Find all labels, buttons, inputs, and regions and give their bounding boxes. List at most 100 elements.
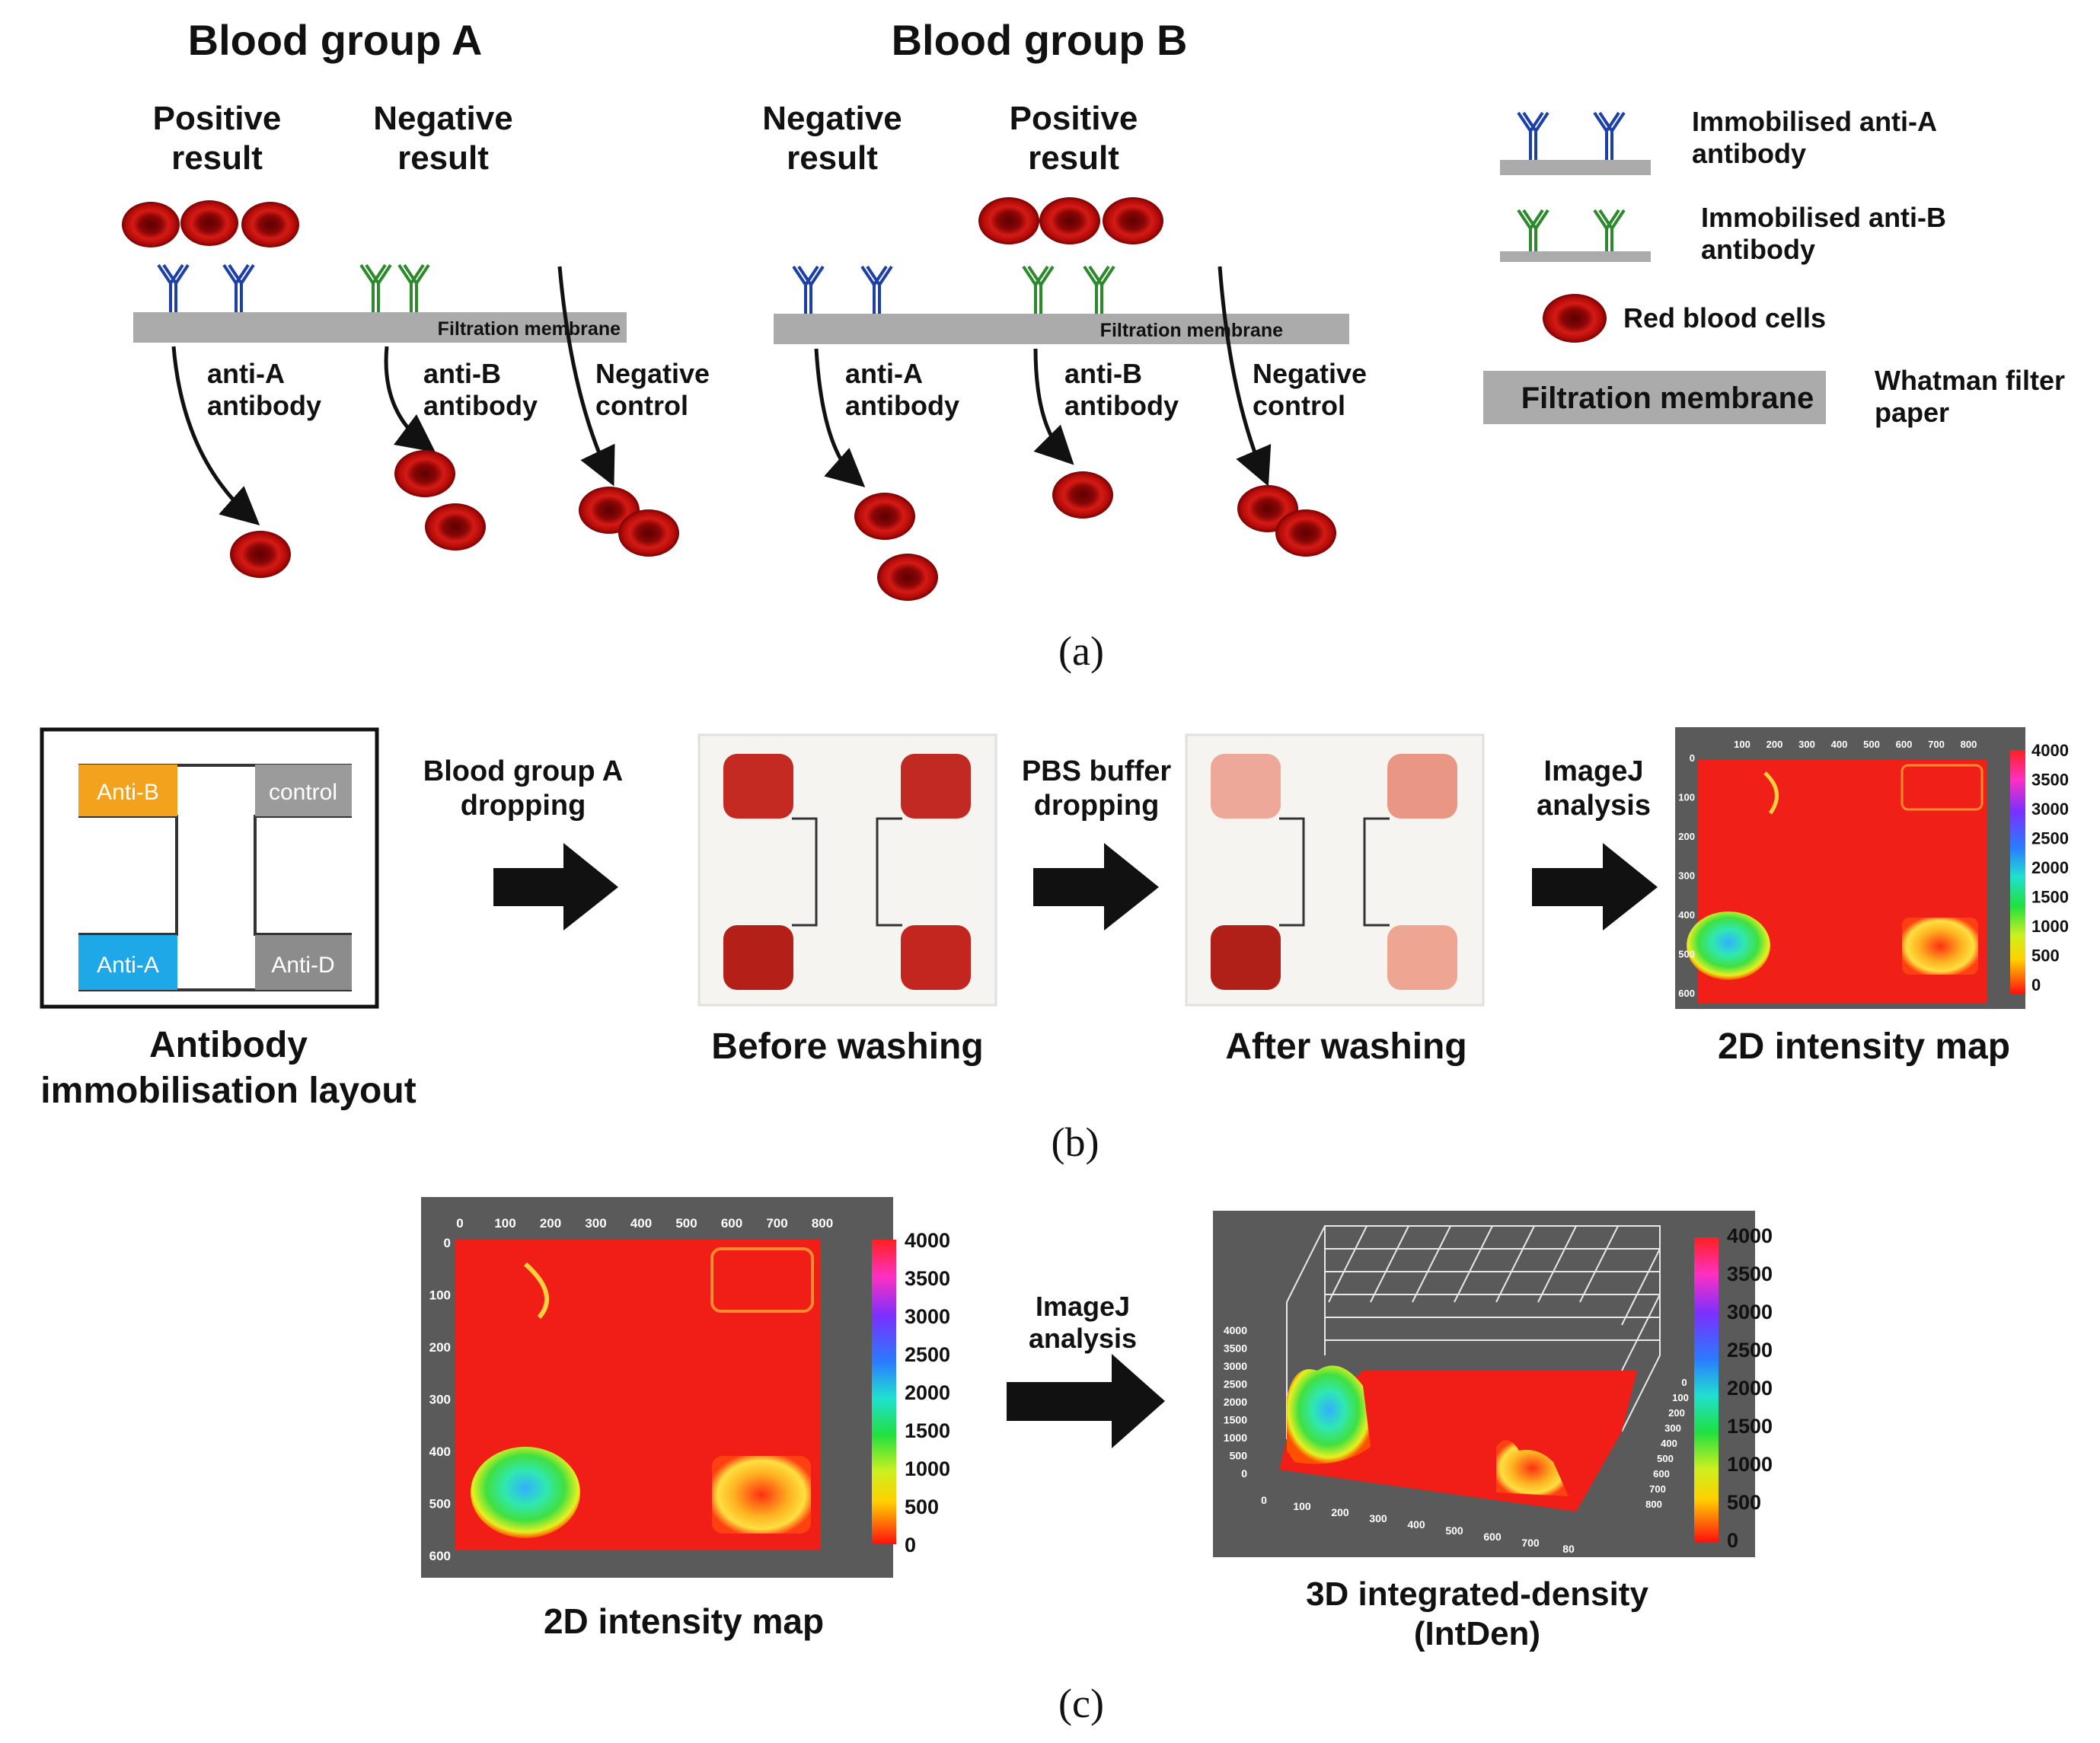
colorbar-label: 0	[1727, 1529, 1738, 1552]
arrow-right-icon	[1033, 843, 1159, 931]
group-a-negative-line1: Negative	[373, 100, 512, 137]
tick-label: 700	[1928, 739, 1945, 750]
tick-label: 100	[494, 1216, 515, 1231]
membrane-label: Filtration membrane	[1100, 320, 1283, 341]
sample-pad	[723, 754, 793, 819]
map-caption: 2D intensity map	[544, 1601, 824, 1641]
density-peak	[1496, 1440, 1569, 1496]
map-hotspot	[1687, 911, 1770, 980]
map-signal	[1763, 771, 1779, 815]
colorbar-label: 4000	[905, 1229, 950, 1252]
sample-pad	[723, 925, 793, 990]
group-a-negative-line2: result	[397, 139, 489, 177]
tick-label: 100	[429, 1288, 451, 1303]
layout-anti-a-label: Anti-A	[97, 953, 159, 978]
group-b-scene: Filtration membrane anti-A antibody anti…	[774, 197, 1367, 601]
red-blood-cell-icon	[1275, 509, 1336, 557]
tick-label: 500	[429, 1497, 451, 1512]
colorbar-label: 1500	[2031, 888, 2069, 907]
colorbar-label: 1000	[2031, 917, 2069, 936]
step2-line2: dropping	[1034, 790, 1160, 822]
tick-label: 400	[630, 1216, 652, 1231]
colorbar-label: 500	[1727, 1491, 1761, 1514]
anti-b-antibody-icon	[359, 263, 392, 314]
arrow-icon	[1033, 348, 1074, 465]
tick-label: 800	[1961, 739, 1977, 750]
colorbar-label: 3500	[2031, 771, 2069, 790]
map-signal	[524, 1262, 550, 1320]
anti-b-antibody-icon	[1022, 265, 1055, 315]
membrane-swatch	[1500, 251, 1651, 262]
tick-label: 600	[1896, 739, 1913, 750]
sample-pad	[1211, 925, 1281, 990]
anti-b-antibody-icon	[1083, 265, 1115, 315]
sample-pad	[1387, 754, 1457, 819]
colorbar-label: 2000	[905, 1381, 950, 1404]
colorbar	[1694, 1237, 1719, 1542]
layout-anti-d-pad	[255, 935, 352, 990]
colorbar-label: 0	[2031, 975, 2041, 994]
tick-label: 600	[429, 1549, 451, 1563]
legend-anti-b-line2: antibody	[1701, 234, 1815, 265]
group-a-scene: Filtration membrane anti-A antibody anti…	[122, 200, 710, 578]
red-blood-cell-icon	[1543, 294, 1607, 343]
colorbar-label: 500	[905, 1496, 939, 1518]
tick-label: 3000	[1224, 1360, 1247, 1372]
red-blood-cell-icon	[1052, 471, 1113, 519]
layout-caption-line1: Antibody	[149, 1025, 308, 1065]
anti-a-antibody-icon	[1517, 111, 1549, 161]
red-blood-cell-icon	[122, 202, 180, 247]
layout-anti-b-label: Anti-B	[97, 780, 159, 805]
colorbar-label: 3000	[2031, 800, 2069, 819]
membrane-swatch	[1500, 160, 1651, 175]
anti-b-antibody-icon	[1517, 209, 1549, 259]
red-blood-cell-icon	[618, 509, 679, 557]
colorbar-label: 2000	[1727, 1377, 1773, 1400]
anti-b-antibody-icon	[397, 263, 430, 314]
tick-label: 400	[1661, 1438, 1677, 1449]
sample-pad	[901, 754, 971, 819]
plot-caption-line2: (IntDen)	[1414, 1615, 1540, 1652]
step1-line2: dropping	[461, 790, 586, 822]
group-b-negative-line1: Negative	[762, 100, 902, 137]
tick-label: 4000	[1224, 1324, 1247, 1336]
density-peak	[1287, 1365, 1371, 1464]
group-b-title: Blood group B	[892, 16, 1188, 64]
red-blood-cell-icon	[394, 450, 455, 497]
map-hotspot	[1902, 918, 1978, 975]
red-blood-cell-icon	[854, 493, 915, 540]
tick-label: 3500	[1224, 1342, 1247, 1355]
anti-b-antibody-icon	[1593, 209, 1626, 259]
tick-label: 1000	[1224, 1432, 1247, 1444]
tick-label: 2500	[1224, 1378, 1247, 1390]
tick-label: 0	[444, 1236, 451, 1250]
anti-a-antibody-icon	[157, 263, 190, 314]
anti-a-antibody-icon	[1593, 111, 1626, 161]
tick-label: 700	[1649, 1483, 1666, 1495]
tick-label: 300	[1664, 1422, 1681, 1434]
tick-label: 400	[1407, 1518, 1425, 1531]
tick-label: 400	[429, 1445, 451, 1459]
tick-label: 300	[1678, 870, 1695, 882]
layout-anti-d-label: Anti-D	[271, 953, 334, 978]
legend-anti-a-line1: Immobilised anti-A	[1692, 106, 1937, 137]
tick-label: 0	[456, 1216, 463, 1231]
tick-label: 200	[1678, 831, 1695, 842]
colorbar-label: 2500	[905, 1343, 950, 1366]
tick-label: 800	[812, 1216, 833, 1231]
arrow-icon	[171, 346, 260, 525]
tick-label: 300	[585, 1216, 606, 1231]
step3-line2: analysis	[1537, 790, 1651, 822]
group-a-positive-line2: result	[171, 139, 263, 177]
legend: Immobilised anti-A antibody Immobilised …	[1483, 106, 2065, 428]
colorbar	[2010, 750, 2025, 994]
filtration-membrane	[774, 314, 1349, 344]
tick-label: 200	[1668, 1407, 1685, 1419]
layout-anti-a-pad	[78, 935, 177, 990]
